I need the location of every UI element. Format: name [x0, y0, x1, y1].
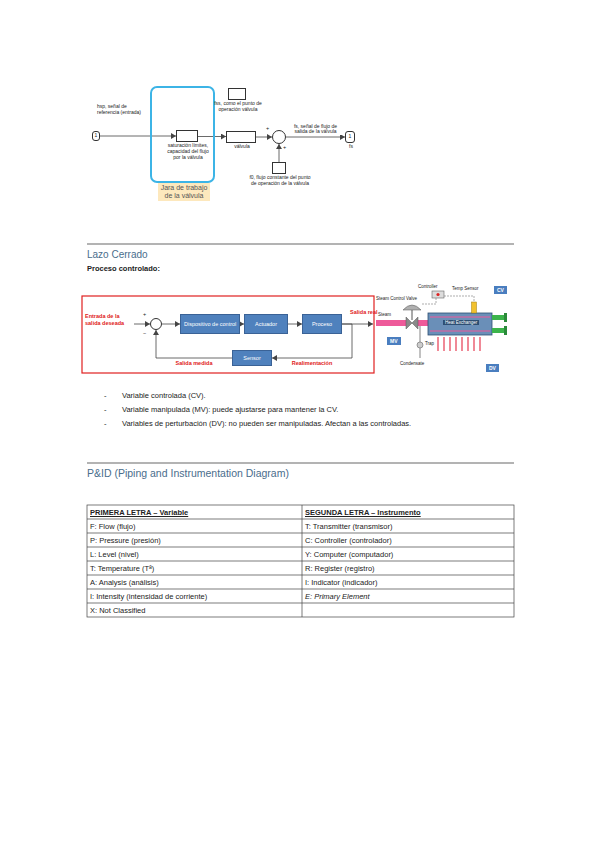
part-label: Steam Control Valve	[376, 296, 417, 301]
table-cell: R: Register (registro)	[305, 564, 375, 573]
valve-block: válvula	[226, 131, 256, 143]
part-label: Controller	[418, 284, 438, 289]
heat-exchanger-illustration	[376, 291, 507, 358]
connector	[256, 137, 272, 138]
connector	[156, 330, 232, 358]
signal-label: Entrada de la salida deseada	[85, 313, 133, 326]
table-cell: T: Temperature (Tª)	[90, 564, 154, 573]
edge-label: Salida medida	[176, 360, 213, 366]
node-note: hsp, señal de referencia (entrada)	[97, 104, 145, 116]
process-box: Sensor	[232, 350, 272, 366]
section-heading: P&ID (Piping and Instrumentation Diagram…	[87, 467, 289, 480]
node-label: +	[266, 125, 269, 131]
table-cell: I: Intensity (intensidad de corriente)	[90, 592, 207, 601]
process-box: Dispositivo de control	[180, 314, 240, 334]
node-label: f0, flujo constante del punto de operaci…	[249, 175, 311, 187]
node-note: −	[143, 330, 146, 336]
node-label: válvula	[222, 144, 262, 150]
variable-tag: CV	[494, 286, 507, 294]
node-note: fs	[344, 144, 358, 150]
bullet-text: Variable controlada (CV).	[122, 391, 206, 400]
connector	[286, 137, 345, 138]
connector	[100, 136, 176, 137]
table-cell: Y: Computer (computador)	[305, 550, 393, 559]
section-heading: Lazo Cerrado	[87, 249, 148, 261]
input-port: 1hsp, señal de referencia (entrada)	[92, 131, 100, 141]
table-cell: L: Level (nivel)	[90, 550, 139, 559]
node-label: Jara de trabajo de la válvula	[158, 183, 210, 201]
bullet: -	[104, 405, 107, 414]
node-label: saturación límites, capacidad del flujo …	[165, 143, 211, 160]
connector	[198, 136, 226, 137]
bullet: -	[104, 391, 107, 400]
table-cell: A: Analysis (análisis)	[90, 578, 159, 587]
bullet-text: Variable manipulada (MV): puede ajustars…	[122, 405, 338, 414]
sum-junction: ++	[272, 130, 286, 144]
part-label: Steam	[378, 312, 391, 317]
subheading: Proceso controlado:	[87, 264, 160, 273]
part-label: Condensate	[400, 361, 424, 366]
table-grid	[87, 505, 514, 617]
table-cell: C: Controller (controlador)	[305, 536, 392, 545]
variable-tag: DV	[486, 364, 499, 372]
node-label: Proceso	[312, 321, 332, 327]
table-cell: X: Not Classified	[90, 606, 145, 615]
section-rule	[87, 462, 514, 463]
table-cell: F: Flow (flujo)	[90, 522, 135, 531]
output-port: 1fs	[345, 131, 355, 143]
connector	[279, 144, 280, 162]
constant-block: fss, como el punto de operación válvula	[228, 88, 246, 100]
part-label: Temp Sensor	[452, 286, 479, 291]
input-arrow	[134, 324, 150, 325]
connector	[288, 324, 302, 325]
table-cell: I: Indicator (indicador)	[305, 578, 378, 587]
bullet-text: Variables de perturbación (DV): no puede…	[122, 419, 411, 428]
part-label: Trap	[425, 341, 434, 346]
node-label: fss, como el punto de operación válvula	[209, 101, 267, 113]
table-cell: T: Transmitter (transmisor)	[305, 522, 393, 531]
red-frame	[82, 296, 374, 373]
table-cell: E: Primary Element	[305, 592, 370, 601]
edge-label: fs, señal de flujo de salida de la válvu…	[288, 124, 344, 136]
constant-block: f0, flujo constante del punto de operaci…	[272, 162, 286, 174]
connector	[162, 324, 180, 325]
node-label: Sensor	[243, 355, 260, 361]
node-label: +	[143, 311, 146, 317]
table-cell: SEGUNDA LETRA – Instrumento	[305, 508, 421, 517]
table-cell: P: Pressure (presión)	[90, 536, 161, 545]
node-label: Actuador	[255, 321, 277, 327]
edge-label: Realimentación	[292, 360, 333, 366]
process-box: Proceso	[302, 314, 342, 334]
saturation-block: saturación límites, capacidad del flujo …	[176, 130, 198, 142]
variable-tag: MV	[387, 337, 401, 345]
sum-junction: +−	[150, 318, 162, 330]
bullet: -	[104, 419, 107, 428]
node-label: 1	[349, 134, 352, 140]
table-cell: PRIMERA LETRA – Variable	[90, 508, 188, 517]
node-label: 1	[95, 133, 98, 139]
process-box: Actuador	[244, 314, 288, 334]
node-label: Dispositivo de control	[184, 321, 236, 327]
node-note: +	[283, 144, 286, 150]
signal-label: Salida real	[350, 309, 378, 316]
section-rule	[87, 243, 514, 244]
group-region: Jara de trabajo de la válvulasaturación …	[150, 86, 215, 183]
part-label: Heat Exchanger	[443, 320, 479, 325]
